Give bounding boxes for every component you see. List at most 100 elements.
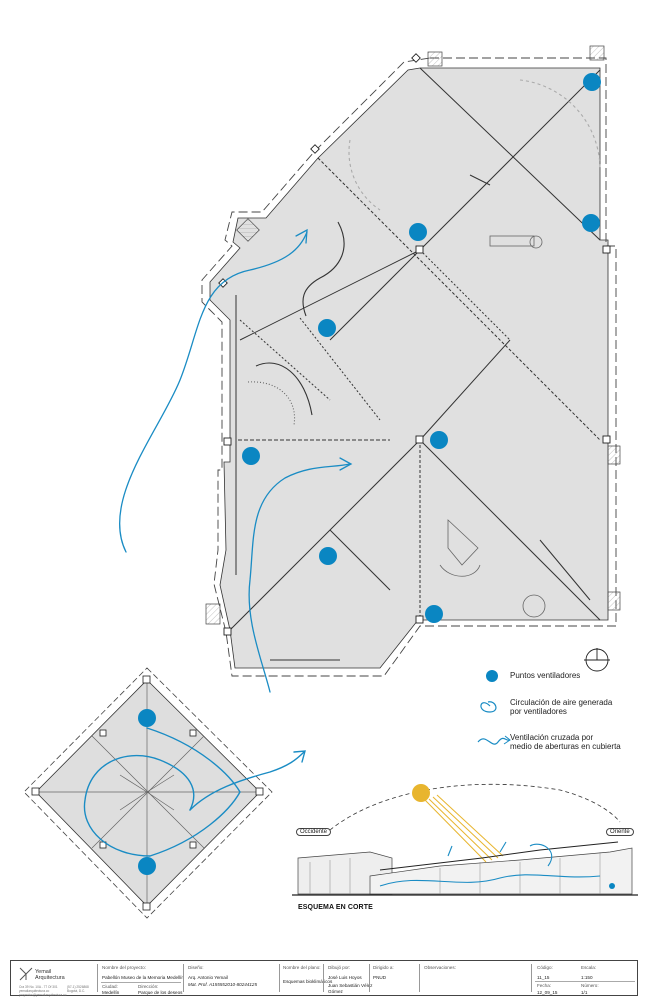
drawn-name: Gómez: [328, 989, 343, 994]
corner-pier: [236, 218, 260, 242]
furniture: [439, 564, 481, 577]
cross-ventilation-arrow: [248, 463, 351, 693]
legend-circulation-label: Circulación de aire generada: [510, 698, 613, 707]
curved-partition: [519, 79, 601, 171]
floor-plan: [119, 45, 621, 693]
grid-line: [419, 67, 601, 241]
grid-line: [419, 69, 601, 251]
corner-pier: [205, 603, 221, 625]
floor-plan-slab: [209, 67, 609, 669]
sun-ray: [428, 798, 493, 861]
plan-label: Nombre del plano:: [283, 965, 321, 970]
furniture: [447, 519, 479, 566]
city-label: Ciudad:: [102, 984, 118, 989]
drawn-label: Dibujó por:: [328, 965, 351, 970]
section-building: [369, 847, 633, 895]
design-label: Diseño:: [188, 965, 204, 970]
corner-pier: [589, 45, 605, 61]
addressed-label: Dirigido a:: [373, 965, 394, 970]
fan-point: [138, 857, 156, 875]
grid-line: [119, 774, 175, 811]
brand-name: Arquitectura: [35, 975, 65, 981]
divider: [323, 964, 324, 992]
column-marker: [223, 437, 232, 446]
legend-fan-label: Puntos ventiladores: [510, 671, 581, 680]
curved-partition: [247, 381, 296, 426]
column-marker: [31, 787, 40, 796]
divider: [183, 964, 184, 992]
grid-line: [329, 529, 391, 591]
code-value: 11_15: [537, 975, 550, 980]
plan-name: Esquemas bioklimáticos: [283, 979, 333, 984]
grid-line: [329, 249, 421, 341]
logo-icon: [19, 967, 33, 981]
floor-plan-outline: [201, 57, 617, 677]
diamond-outline: [23, 667, 273, 919]
corner-pier: [607, 591, 621, 611]
date-value: 12_09_15: [537, 990, 558, 995]
curved-partition: [348, 139, 381, 211]
divider: [535, 981, 635, 982]
divider: [279, 964, 280, 992]
grid-line: [419, 439, 601, 621]
fan-point: [583, 73, 601, 91]
grid-line: [91, 735, 205, 849]
curved-partition: [255, 362, 313, 416]
section-scheme: [292, 783, 638, 896]
column-marker: [189, 729, 197, 737]
drawn-name: Juan Sebastián Vélez: [328, 983, 373, 988]
scale-value: 1:150: [581, 975, 593, 980]
section-airflow: [379, 874, 601, 887]
divider: [531, 964, 532, 992]
furniture: [522, 594, 546, 618]
fan-point: [138, 709, 156, 727]
column-marker: [415, 615, 424, 624]
fan-point: [425, 605, 443, 623]
title-block: Yemail Arquitectura Cra 39 No. 10A - 77 …: [10, 960, 638, 997]
legend-fan-icon: [486, 670, 498, 682]
grid-line: [539, 539, 591, 601]
code-label: Código:: [537, 965, 553, 970]
sun-path: [329, 783, 621, 831]
west-label: Occidente: [296, 828, 332, 836]
grid-line: [229, 439, 421, 631]
contact-text: proyectos@yemailarquitectura.co: [19, 993, 67, 997]
drawn-name: José Luis Hoyos: [328, 975, 362, 980]
legend-cross-vent-label: medio de aberturas en cubierta: [510, 742, 621, 751]
section-airflow: [499, 841, 507, 853]
grid-line: [317, 157, 601, 441]
column-marker: [415, 245, 424, 254]
license-number: Mat. Prof. A155552010-80244125: [188, 982, 258, 987]
divider: [419, 964, 420, 992]
number-value: 1/1: [581, 990, 588, 995]
grid-line: [299, 317, 381, 421]
section-title: ESQUEMA EN CORTE: [298, 904, 373, 911]
grid-line: [419, 339, 511, 441]
column-marker: [99, 729, 107, 737]
fan-point: [319, 547, 337, 565]
column-marker: [310, 144, 320, 154]
fan-points: [242, 73, 601, 623]
column-marker: [142, 675, 151, 684]
contact-text: Cra 39 No. 10A - 77 Of 301: [19, 985, 58, 989]
project-name: Pabellón Museo de la Memoria Medellín: [102, 975, 184, 980]
fan-point: [582, 214, 600, 232]
legend-circulation-label: por ventiladores: [510, 707, 567, 716]
contact-text: (57-1) 2526868: [67, 985, 89, 989]
column-marker: [142, 902, 151, 911]
address-label: Dirección:: [138, 984, 159, 989]
sun-ray: [424, 799, 487, 863]
column-marker: [415, 435, 424, 444]
observations-label: Observaciones:: [424, 965, 456, 970]
brand: Yemail Arquitectura: [35, 969, 65, 981]
furniture: [489, 235, 535, 247]
sun-icon: [412, 784, 430, 802]
diamond-plan: [23, 667, 306, 919]
legend-cross-vent-label: Ventilación cruzada por: [510, 733, 594, 742]
column-marker: [602, 435, 611, 444]
cross-ventilation-arrowhead: [339, 457, 353, 471]
section-airflow: [447, 845, 453, 857]
divider: [369, 964, 370, 992]
curved-partition: [302, 221, 345, 317]
